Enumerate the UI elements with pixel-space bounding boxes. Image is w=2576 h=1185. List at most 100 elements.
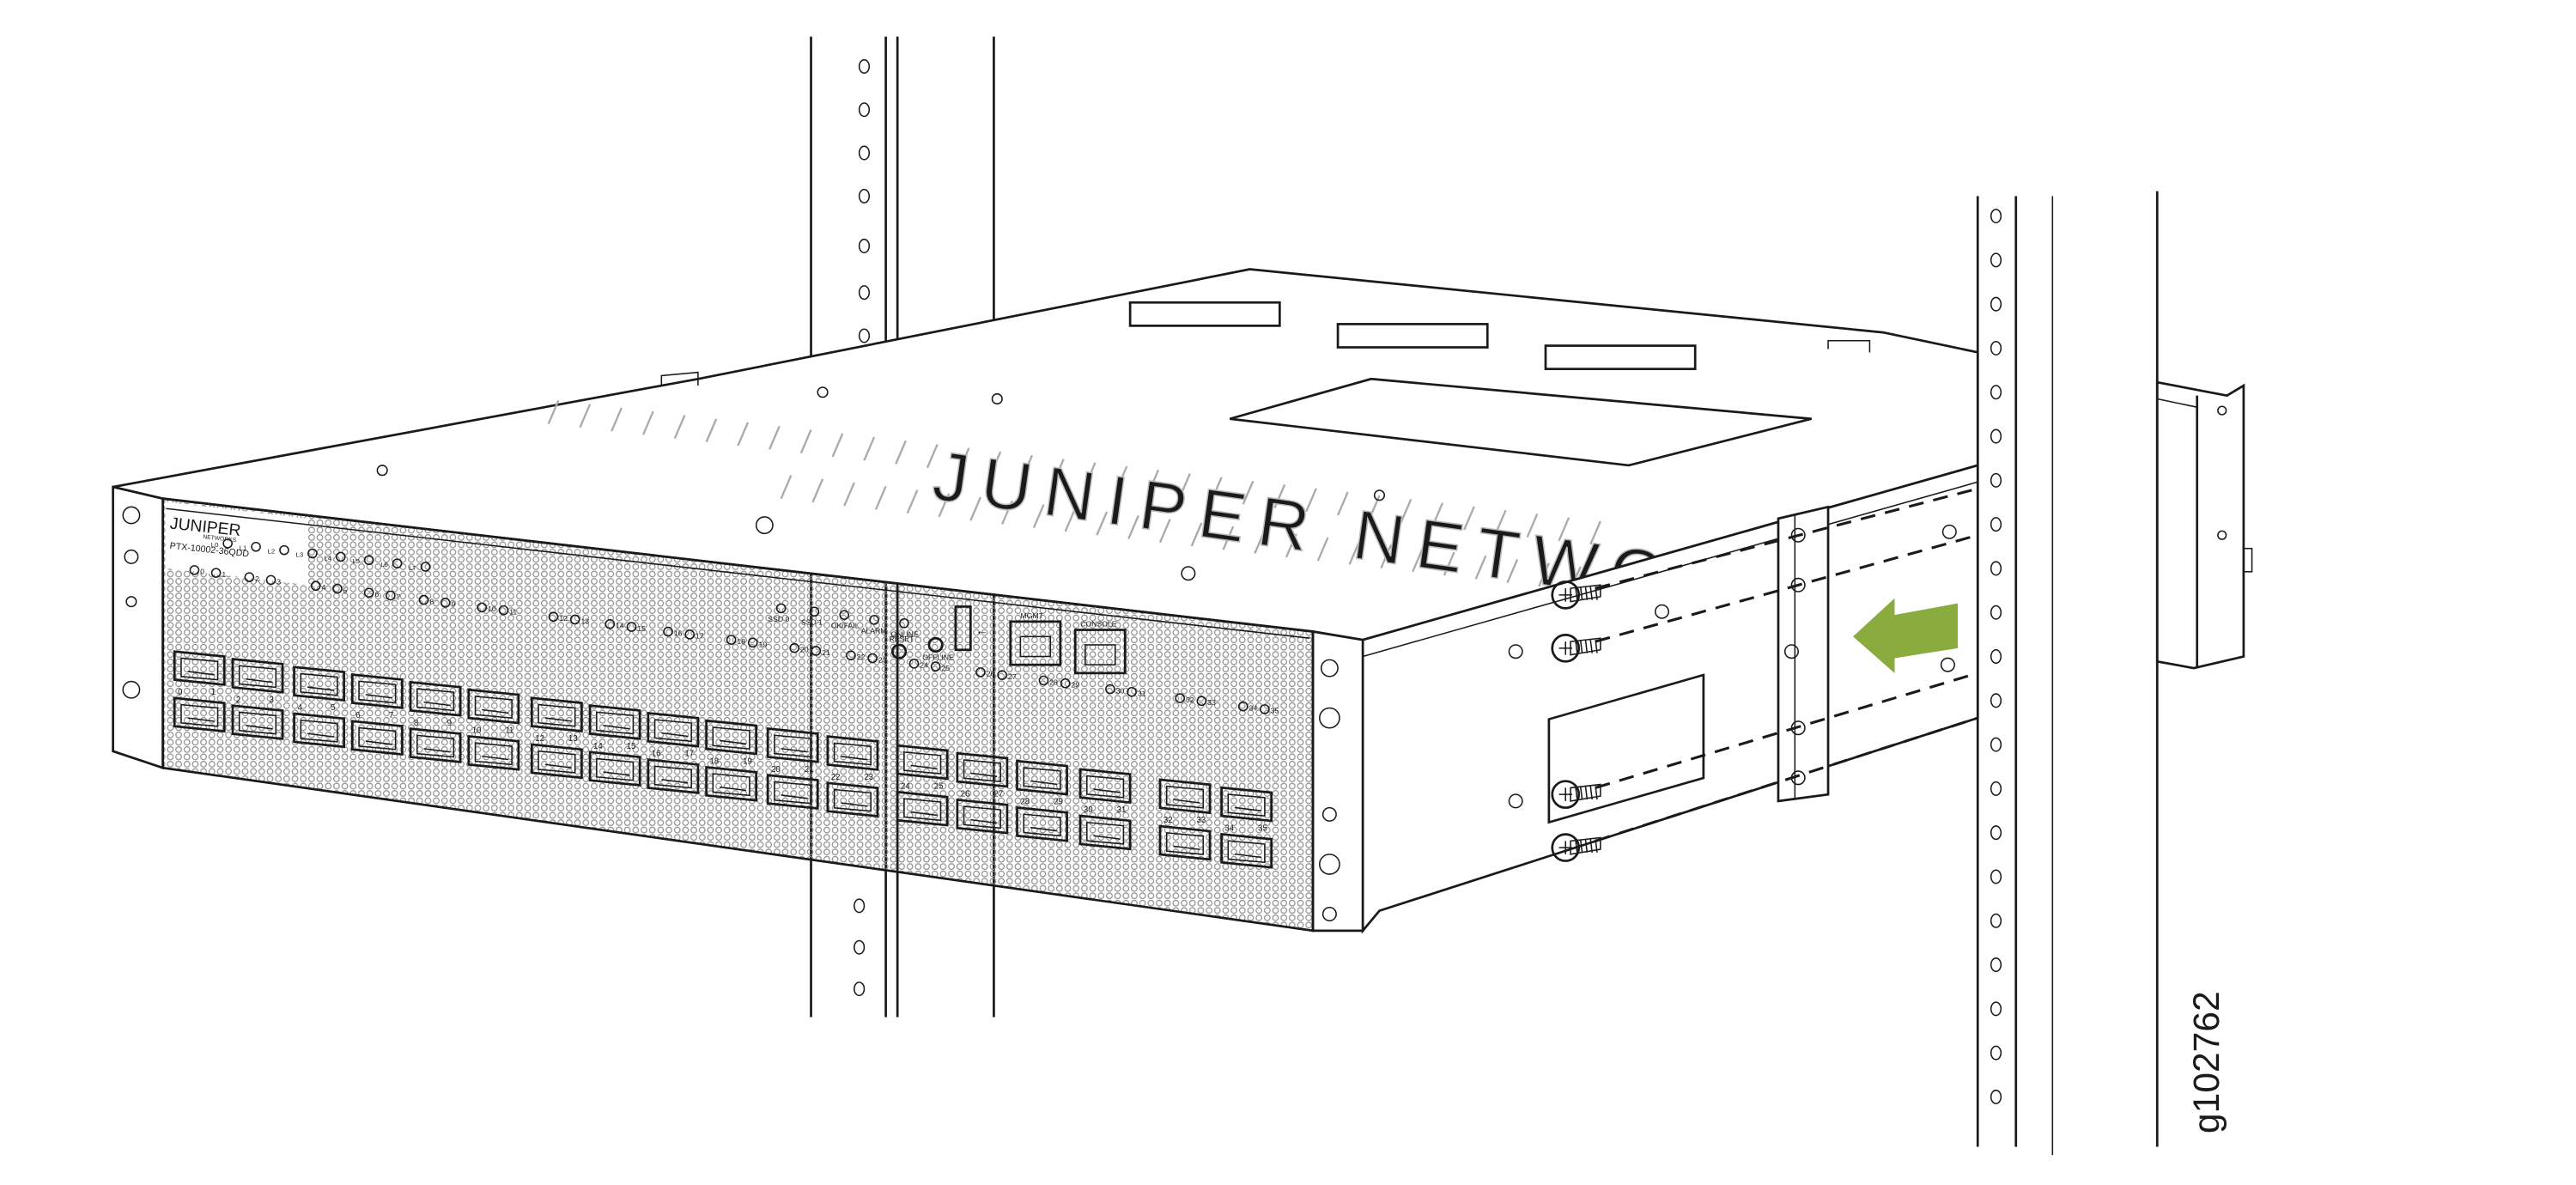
port-number: 5 [331,703,335,713]
qsfp-port[interactable]: 5 [293,703,345,749]
qsfp-port[interactable]: 35 [1220,824,1273,869]
port-led [605,618,616,629]
screw-icon [1551,580,1601,610]
qsfp-port[interactable]: 10 [467,688,520,736]
port-led [811,646,822,656]
port-led-label: 35 [1271,707,1279,715]
lane-led-label: L2 [268,548,276,556]
qsfp-port[interactable]: 6 [350,673,404,720]
port-led [975,667,986,678]
qsfp-port[interactable]: 31 [1078,805,1132,851]
port-number: 25 [934,781,944,791]
lane-led-label: L1 [240,544,247,552]
qsfp-port[interactable]: 30 [1078,768,1132,815]
qsfp-port[interactable]: 2 [231,658,284,705]
port-led-label: 30 [1116,686,1125,695]
offline-label: OFFLINE [922,653,954,661]
lane-led [222,538,233,549]
port-number: 32 [1163,816,1173,825]
port-led-label: 22 [857,653,866,661]
qsfp-port[interactable]: 18 [705,719,757,767]
port-led-label: 27 [1008,672,1017,681]
side-mounting-bracket [1777,505,1830,803]
port-led-label: 4 [322,583,326,592]
qsfp-port[interactable]: 15 [588,742,641,787]
port-led-label: 26 [987,670,995,678]
qsfp-port[interactable]: 14 [588,704,641,751]
qsfp-port[interactable]: 20 [766,727,819,775]
right-mounting-ear [1311,629,1364,933]
qsfp-port[interactable]: 12 [531,696,583,744]
qsfp-port[interactable]: 21 [766,765,819,810]
port-led [440,598,451,608]
status-led [809,606,820,617]
qsfp-port[interactable]: 27 [956,790,1009,835]
offline-button[interactable] [927,636,944,653]
port-led [418,594,429,605]
qsfp-port[interactable]: 28 [1016,759,1068,807]
usb-icon: ← [975,623,988,638]
qsfp-port[interactable]: 11 [467,726,520,771]
rack-hole [854,939,866,955]
qsfp-port[interactable]: 29 [1016,798,1068,842]
rear-mounting-bracket [2155,380,2253,670]
port-led [189,565,200,575]
port-led [1175,693,1186,703]
qsfp-port[interactable]: 26 [956,751,1009,799]
qsfp-port[interactable]: 3 [231,696,284,740]
port-led [1060,678,1071,689]
qsfp-port[interactable]: 33 [1158,816,1212,861]
port-led-label: 24 [920,661,928,670]
port-number: 22 [831,773,841,782]
qsfp-port[interactable]: 34 [1220,786,1273,834]
lane-led-label: L4 [324,554,331,562]
rack-hole [1990,913,2002,928]
reset-label: RESET [889,635,914,643]
qsfp-port[interactable]: 17 [647,750,700,794]
qsfp-port[interactable]: 23 [826,773,879,817]
port-led-label: 15 [637,624,646,633]
lane-led [420,562,431,572]
qsfp-port[interactable]: 22 [826,735,879,782]
rack-hole [1990,472,2002,488]
qsfp-port[interactable]: 9 [409,719,462,763]
port-number: 31 [1117,805,1127,815]
qsfp-port[interactable]: 4 [293,665,345,713]
port-number: 10 [472,726,482,736]
rack-hole [1990,517,2002,532]
status-label: ONLINE [890,629,919,638]
rack-hole [1990,1001,2002,1017]
qsfp-port[interactable]: 13 [531,734,583,780]
qsfp-port[interactable]: 0 [173,650,226,697]
port-led-label: 11 [509,608,517,617]
rack-hole [858,145,871,161]
qsfp-port[interactable]: 7 [350,711,404,757]
rack-hole [1990,869,2002,884]
port-number: 23 [864,773,873,782]
port-led-label: 23 [878,655,887,664]
port-led [846,650,856,661]
port-led [1237,701,1249,712]
console-port[interactable] [1073,629,1127,675]
usb-port[interactable] [954,605,972,652]
qsfp-port[interactable]: 25 [896,781,949,827]
lane-led [363,555,374,566]
rack-hole [1990,737,2002,752]
port-number: 4 [297,703,302,713]
qsfp-port[interactable]: 1 [173,688,226,733]
rack-hole [1990,428,2002,444]
qsfp-port[interactable]: 24 [896,744,949,791]
qsfp-port[interactable]: 32 [1158,778,1212,825]
port-led [363,587,374,599]
reset-button[interactable] [891,643,908,659]
qsfp-port[interactable]: 19 [705,757,757,802]
port-led [930,661,941,672]
qsfp-port[interactable]: 16 [647,711,700,759]
lane-led [335,551,346,562]
port-led [663,626,673,637]
qsfp-port[interactable]: 8 [409,680,462,728]
port-led [477,602,488,613]
port-number: 35 [1258,824,1267,834]
mgmt-port[interactable] [1009,620,1062,666]
port-led-label: 1 [222,570,226,579]
